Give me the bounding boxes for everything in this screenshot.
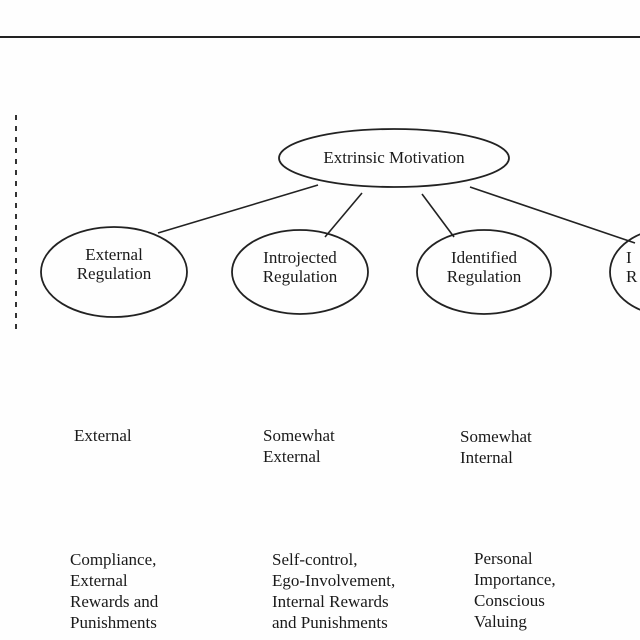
locus-somewhat-internal-line2: Internal — [460, 448, 513, 467]
locus-somewhat-external: Somewhat External — [263, 425, 335, 467]
process-external-line2: External — [70, 571, 128, 590]
locus-somewhat-external-line2: External — [263, 447, 321, 466]
process-introjected-line2: Ego-Involvement, — [272, 571, 396, 590]
connector-external — [157, 184, 319, 234]
process-external-line4: Punishments — [70, 613, 157, 632]
ellipse-identified-regulation — [416, 229, 552, 315]
process-external-line1: Compliance, — [70, 550, 157, 569]
process-introjected: Self-control, Ego-Involvement, Internal … — [272, 549, 395, 633]
process-external: Compliance, External Rewards and Punishm… — [70, 549, 158, 633]
node-external-line1: External — [85, 245, 143, 264]
process-introjected-line3: Internal Rewards — [272, 592, 389, 611]
node-external-label: External Regulation — [54, 245, 174, 283]
connector-integrated — [469, 186, 636, 244]
root-label: Extrinsic Motivation — [294, 148, 494, 167]
ellipse-integrated-regulation — [609, 233, 640, 311]
root-label-text: Extrinsic Motivation — [323, 148, 465, 167]
node-introjected-label: Introjected Regulation — [240, 248, 360, 286]
node-identified-line2: Regulation — [446, 267, 522, 286]
process-identified: Personal Importance, Conscious Valuing — [474, 548, 556, 632]
process-introjected-line4: and Punishments — [272, 613, 388, 632]
node-external-line2: Regulation — [76, 264, 152, 283]
process-identified-line4: Valuing — [474, 612, 527, 631]
node-integrated-label: I R — [626, 248, 640, 286]
locus-somewhat-external-line1: Somewhat — [263, 426, 335, 445]
process-identified-line3: Conscious — [474, 591, 545, 610]
ellipse-extrinsic-motivation — [278, 128, 510, 188]
connector-introjected — [324, 192, 363, 238]
process-external-line3: Rewards and — [70, 592, 159, 611]
node-identified-line1: Identified — [450, 248, 518, 267]
node-integrated-line1: I — [626, 248, 632, 267]
node-introjected-line1: Introjected — [263, 248, 337, 267]
ellipse-external-regulation — [40, 226, 188, 318]
locus-external-line1: External — [74, 426, 132, 445]
process-identified-line1: Personal — [474, 549, 533, 568]
process-identified-line2: Importance, — [474, 570, 556, 589]
node-introjected-line2: Regulation — [262, 267, 338, 286]
node-integrated-line2: R — [626, 267, 638, 286]
locus-external: External — [74, 425, 132, 446]
ellipse-introjected-regulation — [231, 229, 369, 315]
locus-somewhat-internal: Somewhat Internal — [460, 426, 532, 468]
node-identified-label: Identified Regulation — [424, 248, 544, 286]
process-introjected-line1: Self-control, — [272, 550, 358, 569]
locus-somewhat-internal-line1: Somewhat — [460, 427, 532, 446]
connector-identified — [421, 193, 455, 238]
